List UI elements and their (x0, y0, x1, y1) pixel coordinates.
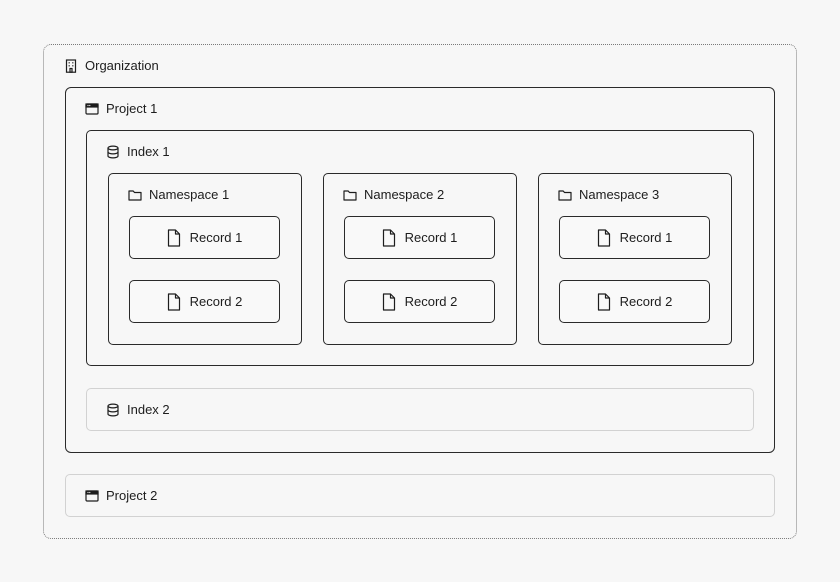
file-icon (167, 228, 181, 247)
file-icon (382, 228, 396, 247)
folder-icon (343, 188, 357, 202)
window-icon (85, 102, 99, 116)
folder-icon (558, 188, 572, 202)
folder-icon (128, 188, 142, 202)
namespace-1-label: Namespace 1 (149, 187, 230, 202)
namespace-2-label-group: Namespace 2 (343, 187, 444, 203)
database-icon (106, 145, 120, 159)
namespace-2-label: Namespace 2 (364, 187, 445, 202)
namespace-2-record-1: Record 1 (344, 216, 495, 259)
index-2-label: Index 2 (127, 402, 170, 417)
organization-label-group: Organization (64, 58, 159, 74)
file-icon (597, 292, 611, 311)
namespace-3-record-1: Record 1 (559, 216, 710, 259)
record-label: Record 2 (619, 294, 673, 309)
project-2-label-group: Project 2 (85, 488, 157, 504)
organization-container (43, 44, 797, 539)
namespace-1-label-group: Namespace 1 (128, 187, 229, 203)
window-icon (85, 489, 99, 503)
organization-label: Organization (85, 58, 159, 73)
file-icon (382, 292, 396, 311)
project-1-label-group: Project 1 (85, 101, 157, 117)
project-1-label: Project 1 (106, 101, 158, 116)
record-label: Record 2 (404, 294, 458, 309)
namespace-1-record-1: Record 1 (129, 216, 280, 259)
index-1-label: Index 1 (127, 144, 170, 159)
project-2-label: Project 2 (106, 488, 158, 503)
namespace-2-record-2: Record 2 (344, 280, 495, 323)
record-label: Record 1 (404, 230, 458, 245)
index-2-label-group: Index 2 (106, 402, 170, 418)
index-2-container (86, 388, 754, 431)
file-icon (167, 292, 181, 311)
namespace-3-label: Namespace 3 (579, 187, 660, 202)
file-icon (597, 228, 611, 247)
index-1-label-group: Index 1 (106, 144, 170, 160)
record-label: Record 1 (189, 230, 243, 245)
database-icon (106, 403, 120, 417)
namespace-1-record-2: Record 2 (129, 280, 280, 323)
record-label: Record 1 (619, 230, 673, 245)
project-2-container (65, 474, 775, 517)
building-icon (64, 59, 78, 73)
namespace-3-record-2: Record 2 (559, 280, 710, 323)
record-label: Record 2 (189, 294, 243, 309)
namespace-3-label-group: Namespace 3 (558, 187, 659, 203)
